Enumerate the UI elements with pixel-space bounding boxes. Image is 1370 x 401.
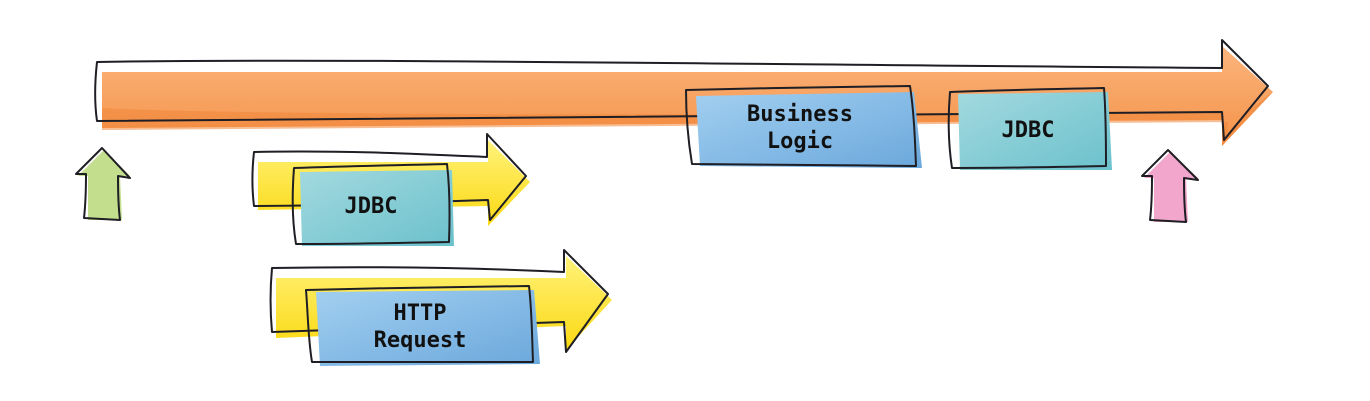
start-marker-icon: [78, 150, 130, 220]
block2-label: JDBC: [1002, 118, 1055, 143]
block1-label-line2: Logic: [767, 129, 833, 154]
main-arrow-outline: [94, 39, 1269, 141]
parallel-task-http-request: HTTP Request: [269, 249, 612, 366]
block1-fill: [696, 92, 922, 168]
timeline-block-jdbc: JDBC: [947, 87, 1112, 170]
end-marker: [1141, 149, 1199, 223]
block1-outline: [685, 85, 917, 167]
block2-outline: [947, 87, 1107, 169]
task2-box-outline: [305, 285, 534, 364]
block1-label-line1: Business: [747, 102, 853, 127]
task1-label: JDBC: [345, 194, 398, 219]
parallel-task-jdbc: JDBC: [251, 133, 530, 246]
task1-arrow-outline: [251, 133, 527, 221]
block2-fill: [958, 92, 1112, 170]
task1-box-fill: [300, 170, 454, 246]
start-marker: [75, 147, 131, 221]
task1-box-outline: [291, 163, 451, 245]
task2-label-line2: Request: [374, 328, 467, 353]
task2-label-line1: HTTP: [394, 301, 447, 326]
task2-box-fill: [316, 290, 540, 366]
timeline-block-business-logic: Business Logic: [685, 85, 922, 168]
